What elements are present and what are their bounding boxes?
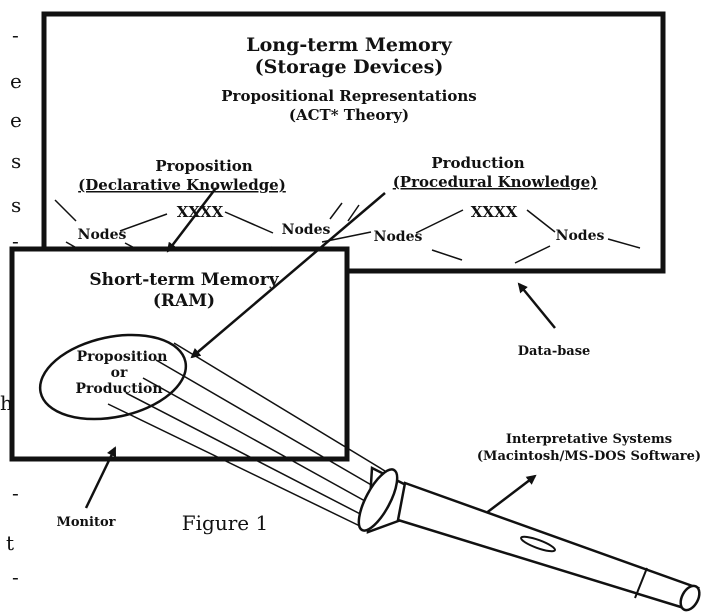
ellipse-proposition: Proposition: [77, 349, 168, 365]
margin-glyph: t: [6, 531, 14, 555]
production-label: Production: [431, 154, 524, 172]
nodes-label: Nodes: [78, 227, 127, 243]
act-theory: (ACT* Theory): [289, 106, 409, 124]
ellipse-production: Production: [75, 381, 162, 397]
margin-glyph: e: [10, 69, 22, 93]
short-term-subtitle: (RAM): [153, 291, 215, 311]
database-label: Data-base: [518, 344, 591, 359]
arrow-proposition-to-short-term: [166, 187, 217, 253]
long-term-memory-box: [41, 11, 666, 274]
software-label: (Macintosh/MS-DOS Software): [477, 449, 701, 464]
monitor-label: Monitor: [57, 515, 116, 530]
xxxx-left: XXXX: [177, 203, 224, 221]
procedural-knowledge-label: (Procedural Knowledge): [393, 173, 598, 191]
interpretative-systems-label: Interpretative Systems: [506, 432, 672, 447]
propositional-representations: Propositional Representations: [221, 87, 476, 105]
margin-glyph: -: [12, 23, 19, 47]
arrow-database: [517, 282, 556, 329]
ellipse-or: or: [111, 365, 128, 381]
long-term-title: Long-term Memory: [246, 34, 453, 56]
long-term-subtitle: (Storage Devices): [255, 56, 444, 78]
short-term-title: Short-term Memory: [89, 270, 279, 290]
proposition-label: Proposition: [155, 157, 252, 175]
proposition-production-ellipse: [38, 333, 188, 421]
flashlight-beam: [107, 342, 386, 529]
margin-glyph: s: [11, 149, 21, 173]
arrow-interpretative: [484, 474, 537, 515]
figure-caption: Figure 1: [182, 511, 268, 535]
margin-glyph: -: [12, 481, 19, 505]
margin-glyph: s: [11, 193, 21, 217]
margin-glyph: e: [10, 108, 22, 132]
short-term-memory-box: [9, 246, 350, 462]
arrow-monitor: [84, 446, 117, 509]
flashlight-icon: [357, 466, 701, 612]
nodes-label: Nodes: [556, 228, 605, 244]
xxxx-right: XXXX: [471, 203, 518, 221]
arrow-production-to-short-term: [190, 192, 386, 359]
nodes-label: Nodes: [282, 222, 331, 238]
nodes-label: Nodes: [374, 229, 423, 245]
margin-glyph: -: [12, 565, 19, 589]
declarative-knowledge-label: (Declarative Knowledge): [78, 176, 286, 194]
margin-glyph: -: [12, 229, 19, 253]
